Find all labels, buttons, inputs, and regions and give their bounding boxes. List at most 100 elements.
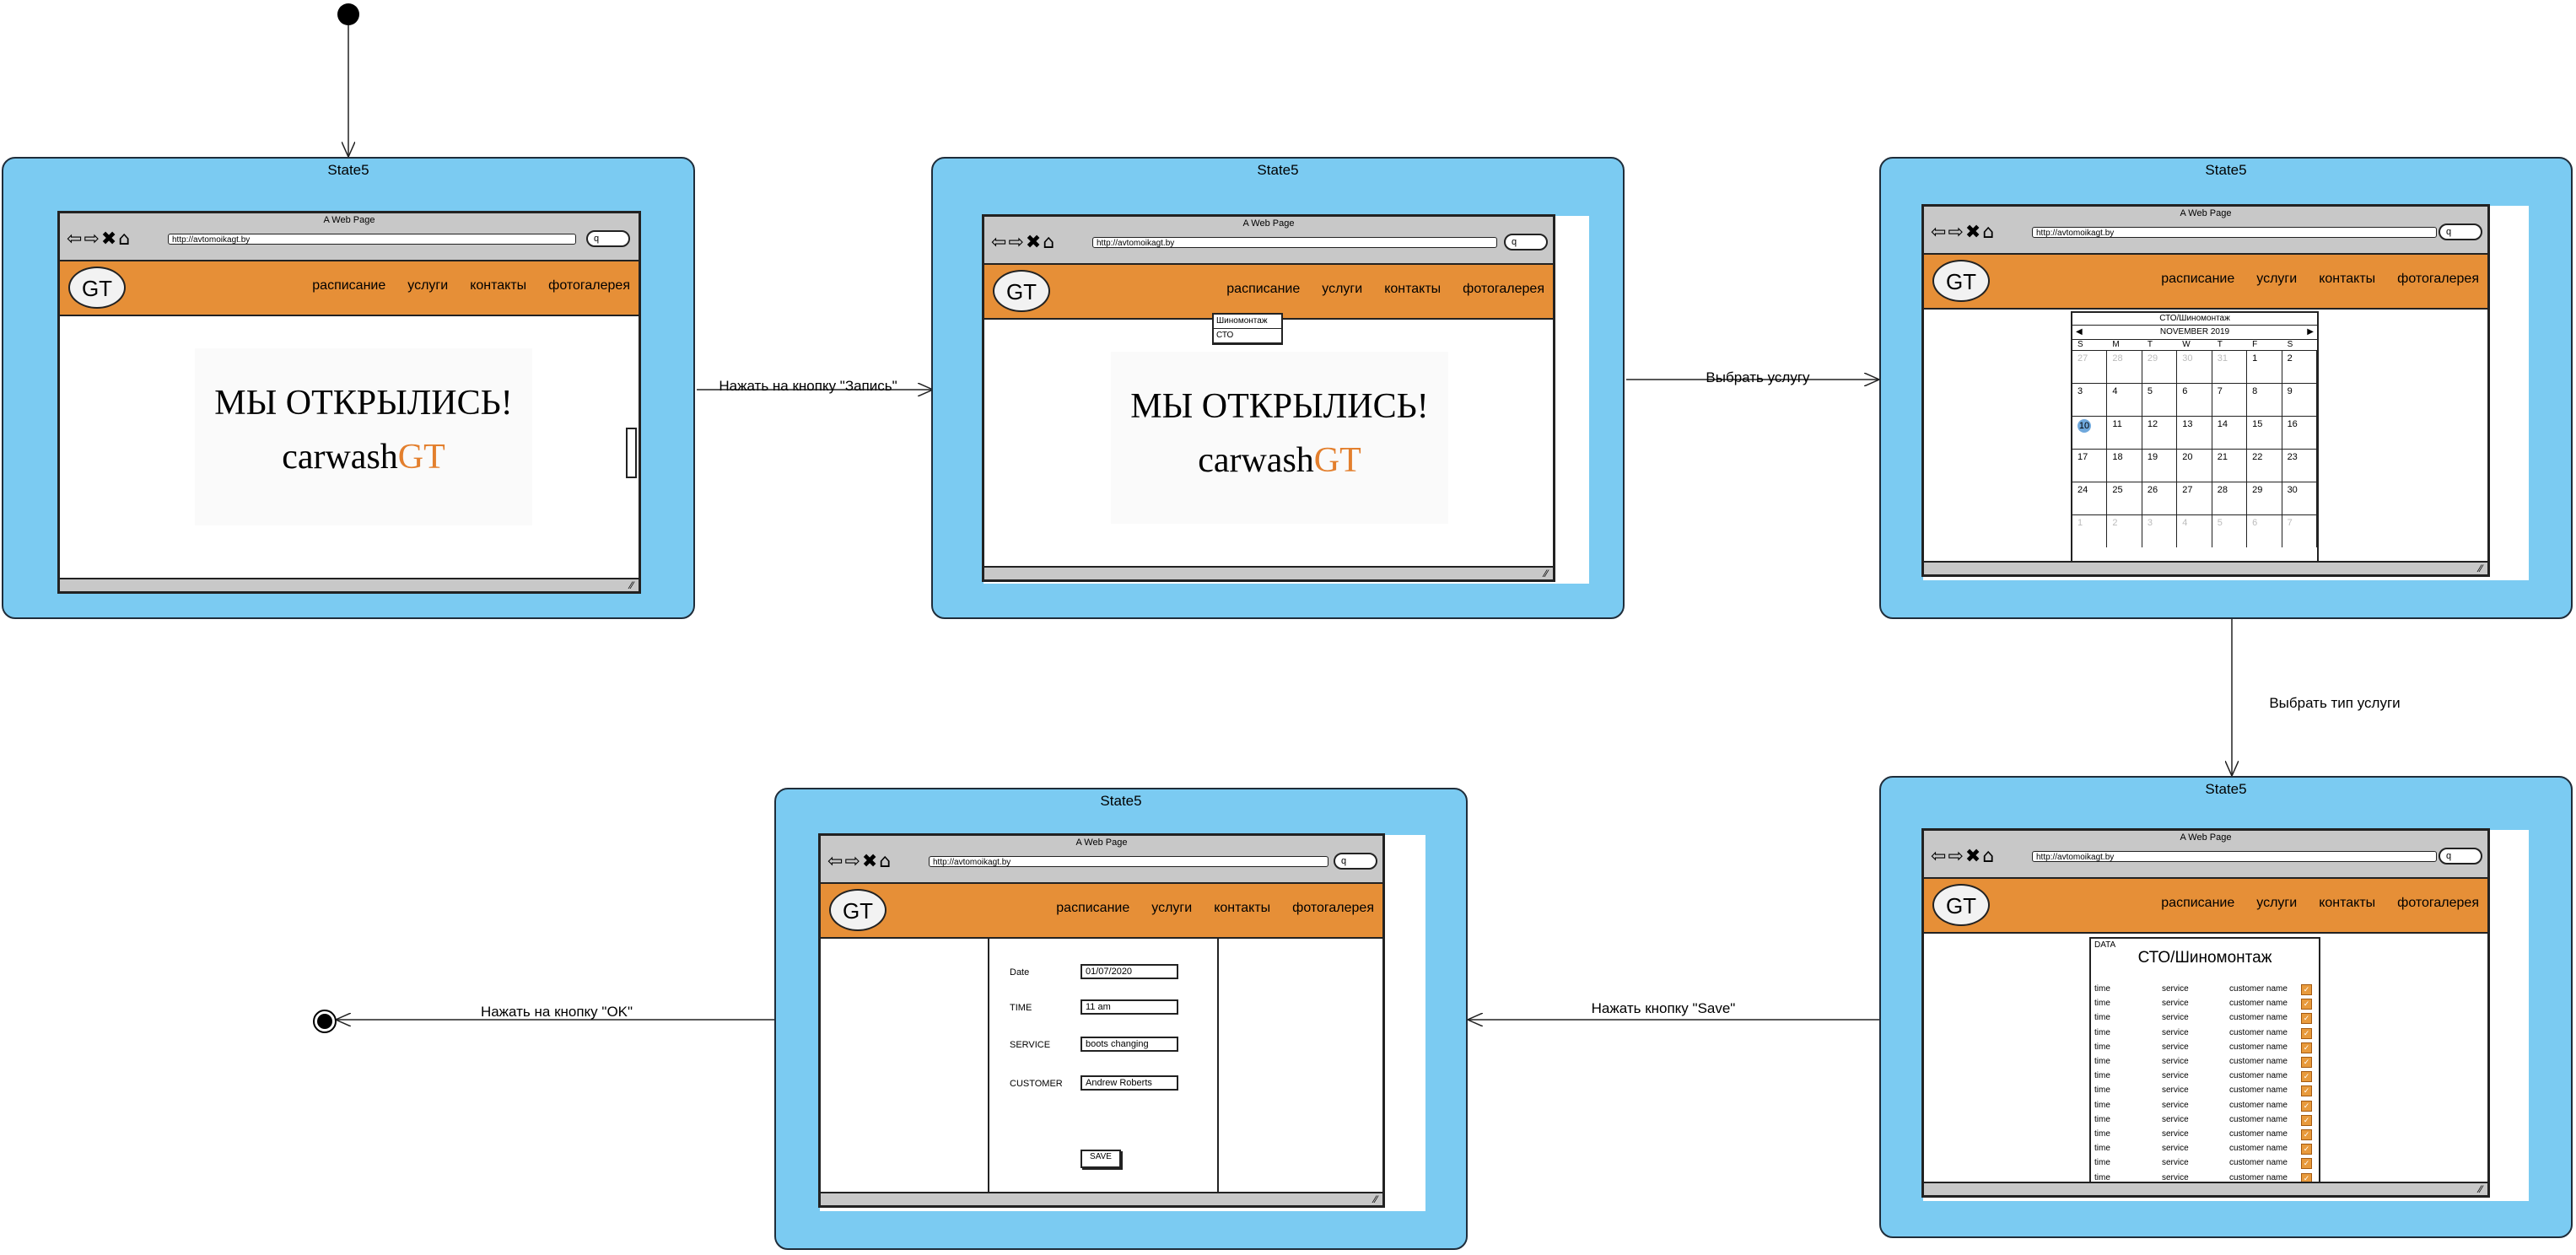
search-pill[interactable]: q [586,230,630,247]
calendar-day[interactable]: 14 [2212,416,2248,449]
menu-item-services[interactable]: услуги [407,278,449,293]
menu-item-services[interactable]: услуги [2256,896,2298,910]
checkbox-icon[interactable]: ✓ [2301,1013,2312,1025]
calendar-day[interactable]: 4 [2107,383,2142,416]
calendar-day[interactable]: 28 [2107,350,2142,383]
navigation-icons[interactable]: ⇦⇨✖⌂ [991,232,1057,253]
logo[interactable]: GT [829,889,887,931]
calendar-day[interactable]: 2 [2282,350,2317,383]
calendar-day[interactable]: 31 [2212,350,2248,383]
calendar-day[interactable]: 5 [2212,514,2248,547]
calendar-day[interactable]: 18 [2107,449,2142,482]
checkbox-icon[interactable]: ✓ [2301,1158,2312,1170]
menu-item-contacts[interactable]: контакты [1214,901,1271,915]
menu-item-services[interactable]: услуги [1151,901,1193,915]
calendar-day[interactable]: 30 [2177,350,2212,383]
menu-item-gallery[interactable]: фотогалерея [548,278,630,293]
menu-item-schedule[interactable]: расписание [312,278,386,293]
navigation-icons[interactable]: ⇦⇨✖⌂ [67,229,132,250]
calendar-day[interactable]: 6 [2177,383,2212,416]
checkbox-icon[interactable]: ✓ [2301,1129,2312,1140]
scrollbar-thumb[interactable] [626,428,637,478]
menu-item-services[interactable]: услуги [2256,272,2298,286]
logo[interactable]: GT [993,270,1050,312]
calendar-day[interactable]: 2 [2107,514,2142,547]
menu-item-gallery[interactable]: фотогалерея [2397,272,2479,286]
dropdown-option-tires[interactable]: Шиномонтаж [1214,315,1281,329]
calendar-day[interactable]: 7 [2212,383,2248,416]
calendar-day[interactable]: 7 [2282,514,2317,547]
checkbox-icon[interactable]: ✓ [2301,1100,2312,1112]
calendar-day[interactable]: 4 [2177,514,2212,547]
calendar-day[interactable]: 1 [2247,350,2282,383]
calendar-day[interactable]: 3 [2072,383,2108,416]
calendar-day[interactable]: 15 [2247,416,2282,449]
search-pill[interactable]: q [2439,224,2482,240]
calendar-day[interactable]: 26 [2142,482,2178,514]
navigation-icons[interactable]: ⇦⇨✖⌂ [827,851,893,872]
calendar-day[interactable]: 28 [2212,482,2248,514]
calendar-day[interactable]: 3 [2142,514,2178,547]
resize-grip-icon[interactable]: ⁄⁄ [2478,1183,2482,1195]
calendar-day[interactable]: 11 [2107,416,2142,449]
address-bar[interactable]: http://avtomoikagt.by [1092,237,1497,248]
calendar-day[interactable]: 13 [2177,416,2212,449]
resize-grip-icon[interactable]: ⁄⁄ [1373,1193,1377,1205]
menu-item-schedule[interactable]: расписание [2161,896,2235,910]
checkbox-icon[interactable]: ✓ [2301,1071,2312,1083]
logo[interactable]: GT [1932,884,1990,926]
next-month-icon[interactable]: ▶ [2307,327,2314,337]
date-input[interactable]: 01/07/2020 [1081,964,1178,979]
calendar-day[interactable]: 19 [2142,449,2178,482]
save-button[interactable]: SAVE [1081,1150,1121,1168]
checkbox-icon[interactable]: ✓ [2301,1085,2312,1097]
address-bar[interactable]: http://avtomoikagt.by [929,856,1328,867]
calendar-day[interactable]: 27 [2072,350,2108,383]
calendar-day[interactable]: 1 [2072,514,2108,547]
menu-item-schedule[interactable]: расписание [1226,282,1301,296]
calendar-day[interactable]: 25 [2107,482,2142,514]
checkbox-icon[interactable]: ✓ [2301,1114,2312,1126]
calendar-day[interactable]: 5 [2142,383,2178,416]
menu-item-contacts[interactable]: контакты [1384,282,1442,296]
calendar-day[interactable]: 23 [2282,449,2317,482]
checkbox-icon[interactable]: ✓ [2301,984,2312,995]
service-input[interactable]: boots changing [1081,1037,1178,1052]
navigation-icons[interactable]: ⇦⇨✖⌂ [1931,846,1997,867]
calendar-day[interactable]: 12 [2142,416,2178,449]
customer-input[interactable]: Andrew Roberts [1081,1075,1178,1091]
calendar-day[interactable]: 16 [2282,416,2317,449]
resize-grip-icon[interactable]: ⁄⁄ [1544,568,1548,579]
menu-item-contacts[interactable]: контакты [2319,896,2376,910]
logo[interactable]: GT [68,267,126,309]
calendar-day[interactable]: 8 [2247,383,2282,416]
calendar-day[interactable]: 24 [2072,482,2108,514]
checkbox-icon[interactable]: ✓ [2301,1027,2312,1039]
calendar-day[interactable]: 17 [2072,449,2108,482]
calendar-day[interactable]: 22 [2247,449,2282,482]
search-pill[interactable]: q [1504,234,1548,250]
menu-item-gallery[interactable]: фотогалерея [1292,901,1374,915]
menu-item-services[interactable]: услуги [1322,282,1363,296]
menu-item-gallery[interactable]: фотогалерея [1463,282,1544,296]
checkbox-icon[interactable]: ✓ [2301,1144,2312,1155]
calendar-day[interactable]: 30 [2282,482,2317,514]
menu-item-contacts[interactable]: контакты [470,278,527,293]
calendar-day[interactable]: 9 [2282,383,2317,416]
search-pill[interactable]: q [2439,848,2482,864]
resize-grip-icon[interactable]: ⁄⁄ [2478,563,2482,574]
calendar-day[interactable]: 20 [2177,449,2212,482]
checkbox-icon[interactable]: ✓ [2301,1057,2312,1068]
calendar-day[interactable]: 29 [2142,350,2178,383]
resize-grip-icon[interactable]: ⁄⁄ [629,579,633,591]
calendar-day[interactable]: 10 [2072,416,2108,449]
address-bar[interactable]: http://avtomoikagt.by [2032,851,2437,862]
menu-item-gallery[interactable]: фотогалерея [2397,896,2479,910]
search-pill[interactable]: q [1334,853,1377,870]
selected-day[interactable]: 10 [2078,419,2091,433]
dropdown-option-sto[interactable]: СТО [1214,329,1281,343]
address-bar[interactable]: http://avtomoikagt.by [2032,227,2437,238]
menu-item-contacts[interactable]: контакты [2319,272,2376,286]
time-input[interactable]: 11 am [1081,999,1178,1015]
checkbox-icon[interactable]: ✓ [2301,999,2312,1010]
